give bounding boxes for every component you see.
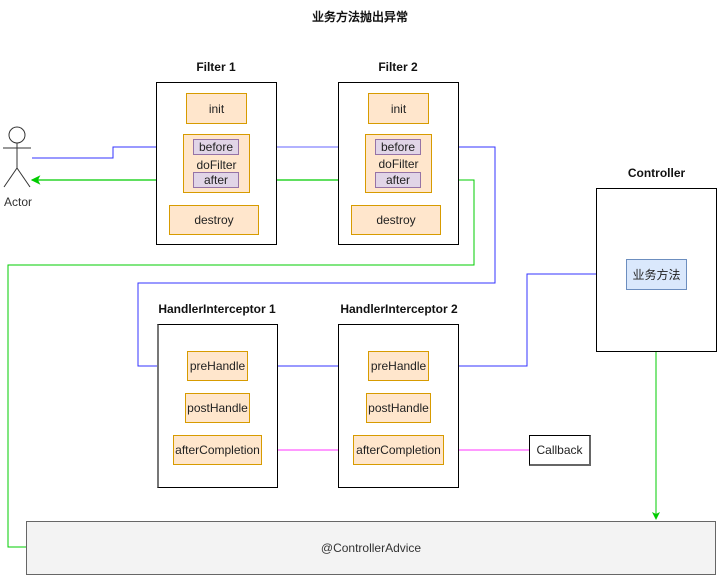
actor-icon (3, 126, 31, 188)
flow-filter2-to-interceptor1 (137, 146, 496, 370)
controller-title: Controller (627, 166, 686, 180)
filter2-dofilter-label: doFilter (378, 156, 419, 171)
filter1-before[interactable]: before (193, 139, 239, 155)
flow-actor-to-filter1 (32, 143, 193, 159)
filter2-after[interactable]: after (375, 172, 421, 188)
diagram-title: 业务方法抛出异常 (311, 10, 408, 24)
controller-business-method[interactable]: 业务方法 (626, 259, 687, 290)
flow-interceptor2-to-controller (429, 270, 625, 367)
filter1-title: Filter 1 (196, 60, 236, 74)
interceptor2-prehandle[interactable]: preHandle (368, 351, 429, 381)
controller-advice-box[interactable]: @ControllerAdvice (26, 521, 716, 575)
actor-label: Actor (3, 195, 32, 209)
filter1-dofilter-label: doFilter (196, 157, 237, 172)
interceptor2-title: HandlerInterceptor 2 (340, 302, 458, 316)
filter2-init[interactable]: init (368, 93, 429, 124)
filter2-before[interactable]: before (375, 139, 421, 155)
filter1-destroy[interactable]: destroy (169, 205, 259, 235)
interceptor1-aftercompletion[interactable]: afterCompletion (173, 435, 262, 465)
interceptor2-aftercompletion[interactable]: afterCompletion (353, 435, 444, 465)
filter1-init[interactable]: init (186, 93, 247, 124)
interceptor1-title: HandlerInterceptor 1 (158, 302, 276, 316)
flow-advice-to-filter2 (7, 176, 475, 548)
interceptor1-prehandle[interactable]: preHandle (187, 351, 248, 381)
filter2-destroy[interactable]: destroy (351, 205, 441, 235)
interceptor1-posthandle[interactable]: postHandle (185, 393, 250, 423)
callback-box[interactable]: Callback (529, 435, 591, 466)
interceptor2-posthandle[interactable]: postHandle (366, 393, 431, 423)
filter2-title: Filter 2 (378, 60, 418, 74)
filter1-after[interactable]: after (193, 172, 239, 188)
